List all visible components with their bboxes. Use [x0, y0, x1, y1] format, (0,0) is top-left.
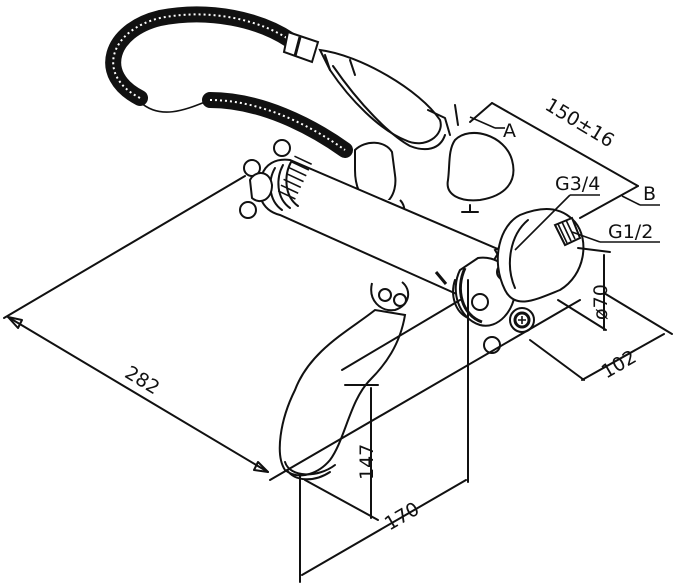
wall-flange — [496, 208, 585, 303]
dim-170: 170 — [381, 498, 423, 535]
reference-labels: A B G3/4 G1/2 — [503, 120, 656, 243]
dimension-lines — [3, 102, 673, 583]
label-g3-4: G3/4 — [555, 173, 600, 195]
hand-shower — [318, 48, 515, 228]
dim-diameter-70: ø70 — [590, 284, 612, 320]
dim-150: 150±16 — [541, 94, 618, 152]
shower-hose — [105, 6, 353, 158]
dim-147: 147 — [356, 444, 378, 480]
label-g1-2: G1/2 — [608, 221, 653, 243]
bath-spout — [278, 281, 410, 481]
label-b: B — [643, 183, 656, 205]
dim-282: 282 — [121, 362, 163, 400]
mixer-body: ||||||| — [239, 139, 549, 354]
label-a: A — [503, 120, 516, 142]
